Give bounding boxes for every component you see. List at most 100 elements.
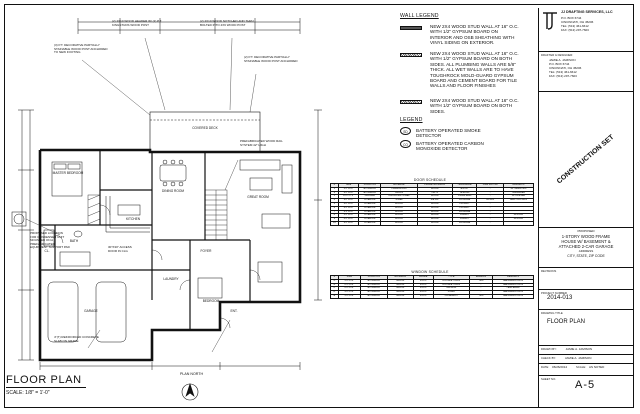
legend-text: NEW 2X4 WOOD STUD WALL AT 16" O.C. WITH … <box>430 24 519 46</box>
company-line: TEL: (513) 461-6612 <box>561 24 589 28</box>
project-number-block: PROJECT NUMBER 2014-013 <box>539 290 633 310</box>
drawing-title-block: DRAWING TITLE FLOOR PLAN <box>539 310 633 346</box>
drafter-line: JAMIE A. JAMISON <box>549 58 576 62</box>
schedule-cell: E <box>330 294 339 299</box>
address-label: ADDRESS <box>578 249 594 253</box>
plan-note: PREFABRICATED WOOD RAIL SYSTEM 42" HIGH <box>240 139 283 147</box>
company-line: FAX: (513) 297-7603 <box>561 28 589 32</box>
drafter-line: FAX: (513) 297-7603 <box>549 74 577 78</box>
company-name: JJ DRAFTING SERVICES, LLC <box>561 10 613 14</box>
scale-label: SCALE: <box>576 365 586 369</box>
drafter-block: DRAFTER & DESIGNER: JAMIE A. JAMISON P.O… <box>539 52 633 92</box>
legend-item: CO BATTERY OPERATED CARBON MONOXIDE DETE… <box>400 140 518 152</box>
date-scale-row: DATE: 06/26/2014 SCALE: AS NOTED <box>539 364 633 376</box>
construction-set-stamp: CONSTRUCTION SET <box>555 133 616 186</box>
room-label: DINING ROOM <box>162 189 184 193</box>
project-line: 1-STORY WOOD FRAME <box>561 234 611 239</box>
wall-swatch <box>400 53 422 57</box>
legend-text: BATTERY OPERATED CARBON MONOXIDE DETECTO… <box>416 141 484 152</box>
legend-item: NEW 2X4 WOOD STUD WALL AT 16" O.C. WITH … <box>400 98 519 116</box>
date-value: 06/26/2014 <box>552 365 568 369</box>
checked-by-label: CHECK BY: <box>541 356 556 360</box>
schedule-cell: YES <box>469 294 493 299</box>
legend-text: NEW 2X4 WOOD STUD WALL AT 16" O.C. WITH … <box>430 98 519 114</box>
company-block: JJ DRAFTING SERVICES, LLC P.O. BOX 6744 … <box>539 8 633 52</box>
schedule-cell: WOOD <box>416 220 453 226</box>
window-schedule-title: WINDOW SCHEDULE <box>411 270 449 274</box>
drawing-title-label: DRAWING TITLE <box>541 311 563 315</box>
project-label: PROPOSED <box>577 229 595 233</box>
plan-note: 4"(T) REINFORCED CONCRETE SLAB ON GRADE <box>54 335 99 343</box>
legend-text: BATTERY OPERATED SMOKE DETECTOR <box>416 128 481 139</box>
drafter-line: TEL: (513) 461-6612 <box>549 70 577 74</box>
scale-value: AS NOTED <box>589 365 605 369</box>
room-label: BATH <box>69 239 79 243</box>
wall-legend: WALL LEGEND NEW 2X4 WOOD STUD WALL AT 16… <box>400 13 519 151</box>
revisions-label: REVISIONS <box>541 269 557 273</box>
company-line: CINCINNATI, OH 45206 <box>561 20 594 24</box>
drafter-label: DRAFTER & DESIGNER: <box>541 53 574 57</box>
schedule-cell: GLASS <box>386 294 414 299</box>
smoke-detector-icon: SD <box>400 127 411 135</box>
wall-swatch <box>400 26 422 30</box>
room-label: GREAT ROOM <box>247 195 269 199</box>
room-label: CL. <box>44 249 50 253</box>
schedule-cell: - <box>476 220 504 226</box>
drafter-line: P.O. BOX 6744 <box>549 62 570 66</box>
room-label: ENT. <box>230 309 238 313</box>
project-number: 2014-013 <box>547 295 573 301</box>
room-label: FOYER <box>200 249 212 253</box>
room-label: KITCHEN <box>126 217 140 221</box>
checked-by: JAMIE A. JAMISON <box>564 356 592 360</box>
schedule-cell: PASSAGE <box>451 220 478 226</box>
plan-note: PROPOSED LOCATION FOR CONDENSER UNIT MOU… <box>30 231 70 250</box>
room-label: GARAGE <box>84 309 98 313</box>
company-line: P.O. BOX 6744 <box>561 16 582 20</box>
sheet-number: A-5 <box>575 379 596 391</box>
room-label: MASTER BEDROOM <box>52 171 84 175</box>
sheet-number-label: SHEET NO. <box>541 377 557 381</box>
schedule-cell: EXTERIOR <box>359 294 388 299</box>
door-schedule-title: DOOR SCHEDULE <box>413 178 447 182</box>
room-label: LAUNDRY <box>163 277 179 281</box>
room-label: COVERED DECK <box>192 126 218 130</box>
drawn-by-row: DRAWN BY: JAMIE A. JAMISON <box>539 346 633 355</box>
drawn-by: JAMIE A. JAMISON <box>565 347 593 351</box>
date-label: DATE: <box>541 365 550 369</box>
schedule-cell: SEE ELEVATIONS <box>491 294 535 299</box>
floor-plan-drawing <box>11 18 322 401</box>
plan-note: (2) 2X10 WOOD NOTCHED AND THRU BOLTED IN… <box>200 19 254 27</box>
revisions-block: REVISIONS <box>539 268 633 290</box>
schedule-cell: 3'0"X4'0" <box>337 294 361 299</box>
project-block: PROPOSED 1-STORY WOOD FRAME HOUSE W/ BAS… <box>539 228 633 268</box>
schedule-cell <box>502 220 535 226</box>
co-detector-icon: CO <box>400 140 411 148</box>
wall-swatch <box>400 100 422 104</box>
legend-item: NEW 2X4 WOOD STUD WALL AT 16" O.C. WITH … <box>400 24 519 48</box>
wall-legend-title: WALL LEGEND <box>400 13 439 19</box>
drawing-title: FLOOR PLAN <box>547 319 586 325</box>
schedule-cell: WOOD <box>380 220 418 226</box>
room-label: BEDROOM <box>202 299 220 303</box>
checked-by-row: CHECK BY: JAMIE A. JAMISON <box>539 355 633 364</box>
legend-text: NEW 2X4 WOOD STUD WALL AT 16" O.C. WITH … <box>430 51 519 89</box>
sheet-number-block: SHEET NO. A-5 <box>539 376 633 408</box>
company-logo-icon <box>543 12 557 30</box>
plan-note: 30"X30" ACCESS DOOR IN CLG <box>108 245 132 253</box>
legend-item: NEW 2X4 WOOD STUD WALL AT 16" O.C. WITH … <box>400 51 519 97</box>
plan-note: (3) P.T. DECORATIVE PARTIALLY STAINABLE … <box>54 43 108 55</box>
schedule-cell: INTERIOR <box>358 220 382 226</box>
plan-note: (2) 2X10 WOOD HEADER W/ (2) P.T. KINGSTU… <box>112 19 162 27</box>
plan-note: (2) P.T. DECORATIVE PARTIALLY STAINABLE … <box>244 55 298 63</box>
stamp-block: CONSTRUCTION SET <box>539 92 633 228</box>
schedule-cell: 2'0"X6'8" <box>337 220 360 226</box>
plan-scale: SCALE: 1/8" = 1'-0" <box>6 390 50 396</box>
plan-title: FLOOR PLAN <box>6 374 82 386</box>
schedule-cell: CASEMENT <box>432 294 471 299</box>
schedule-cell: VINYL <box>412 294 434 299</box>
